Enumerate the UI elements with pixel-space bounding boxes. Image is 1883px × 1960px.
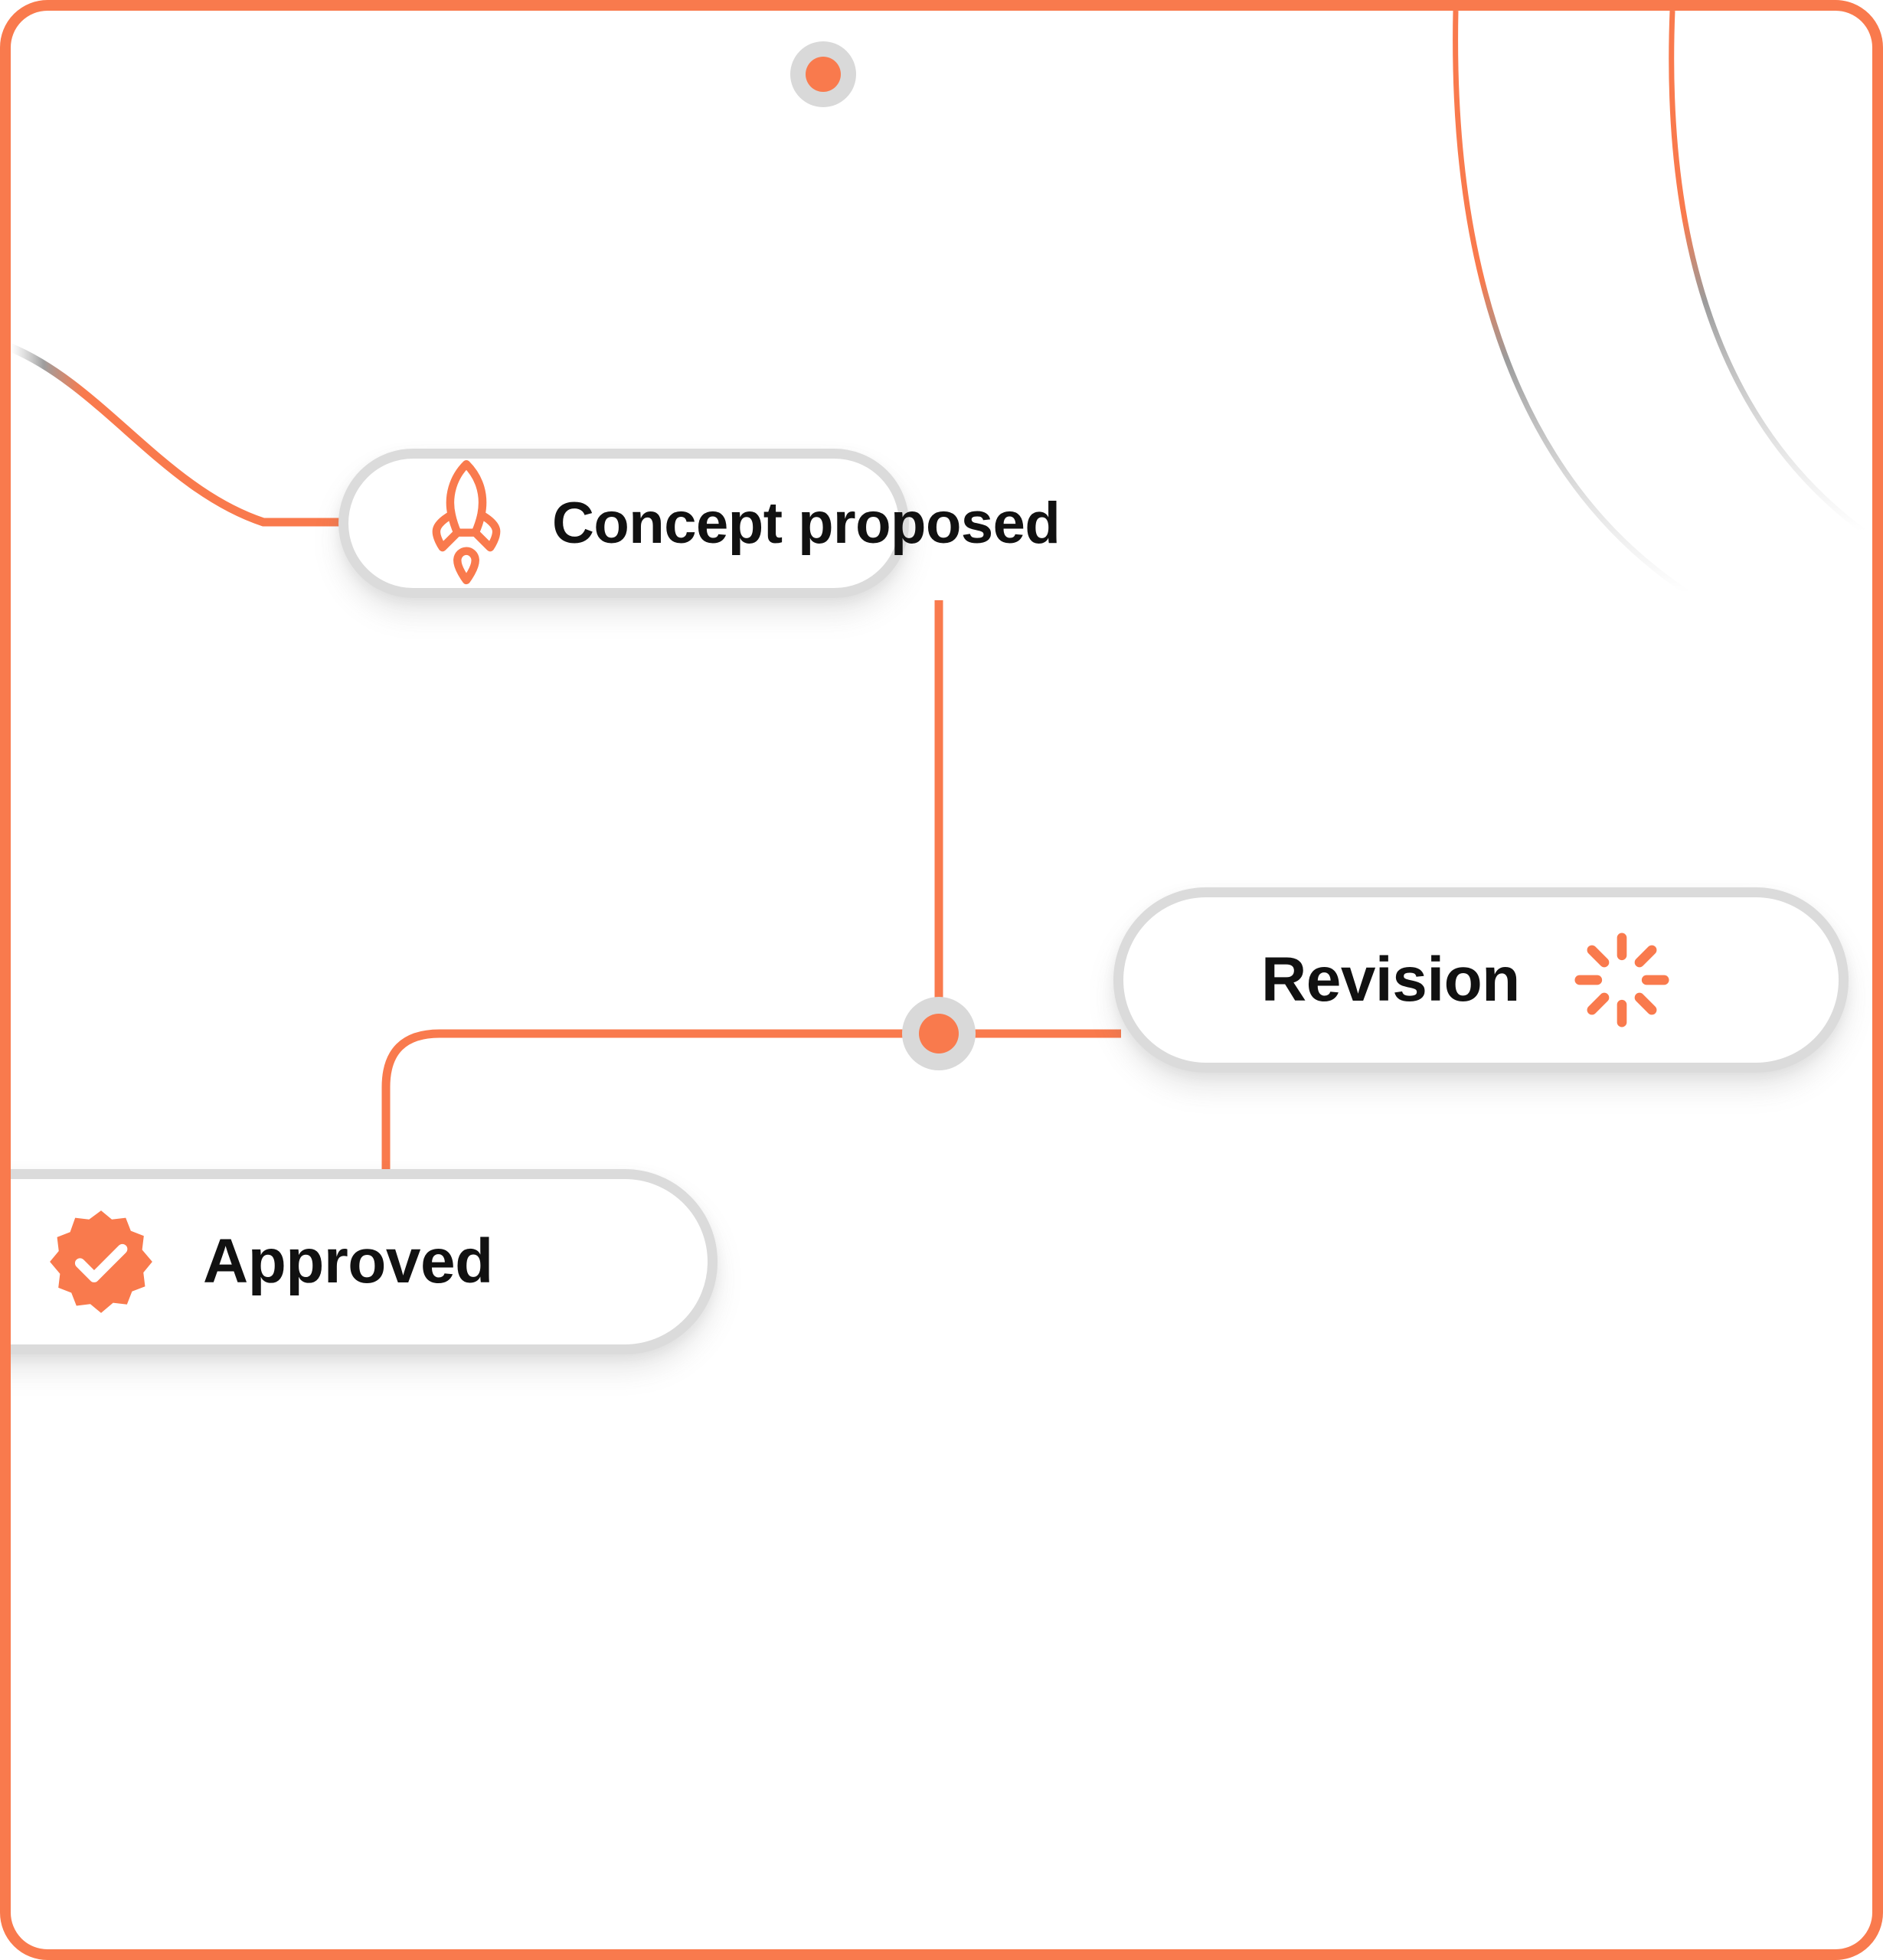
node-concept-proposed[interactable]: Concept proposed bbox=[338, 449, 1061, 598]
wire-junction-to-approved bbox=[381, 1029, 939, 1178]
node-label: Approved bbox=[203, 1227, 493, 1296]
junction-core bbox=[806, 57, 841, 92]
junction-dot-branch[interactable] bbox=[902, 997, 976, 1070]
loading-spinner-icon bbox=[1569, 927, 1675, 1033]
decorative-arc-inner bbox=[1669, 11, 1866, 534]
node-approved[interactable]: Approved bbox=[11, 1169, 718, 1354]
node-label: Revision bbox=[1261, 945, 1520, 1014]
node-label: Concept proposed bbox=[552, 490, 1061, 556]
wire-left-to-concept bbox=[11, 343, 345, 527]
decorative-arc-outer bbox=[1453, 11, 1689, 595]
rocket-icon bbox=[416, 459, 517, 584]
junction-core bbox=[919, 1014, 959, 1054]
junction-dot-top[interactable] bbox=[790, 41, 856, 107]
node-revision[interactable]: Revision bbox=[1113, 887, 1849, 1073]
workflow-canvas[interactable]: Concept proposed Revision bbox=[11, 11, 1872, 1949]
verified-check-badge-icon bbox=[44, 1204, 159, 1319]
